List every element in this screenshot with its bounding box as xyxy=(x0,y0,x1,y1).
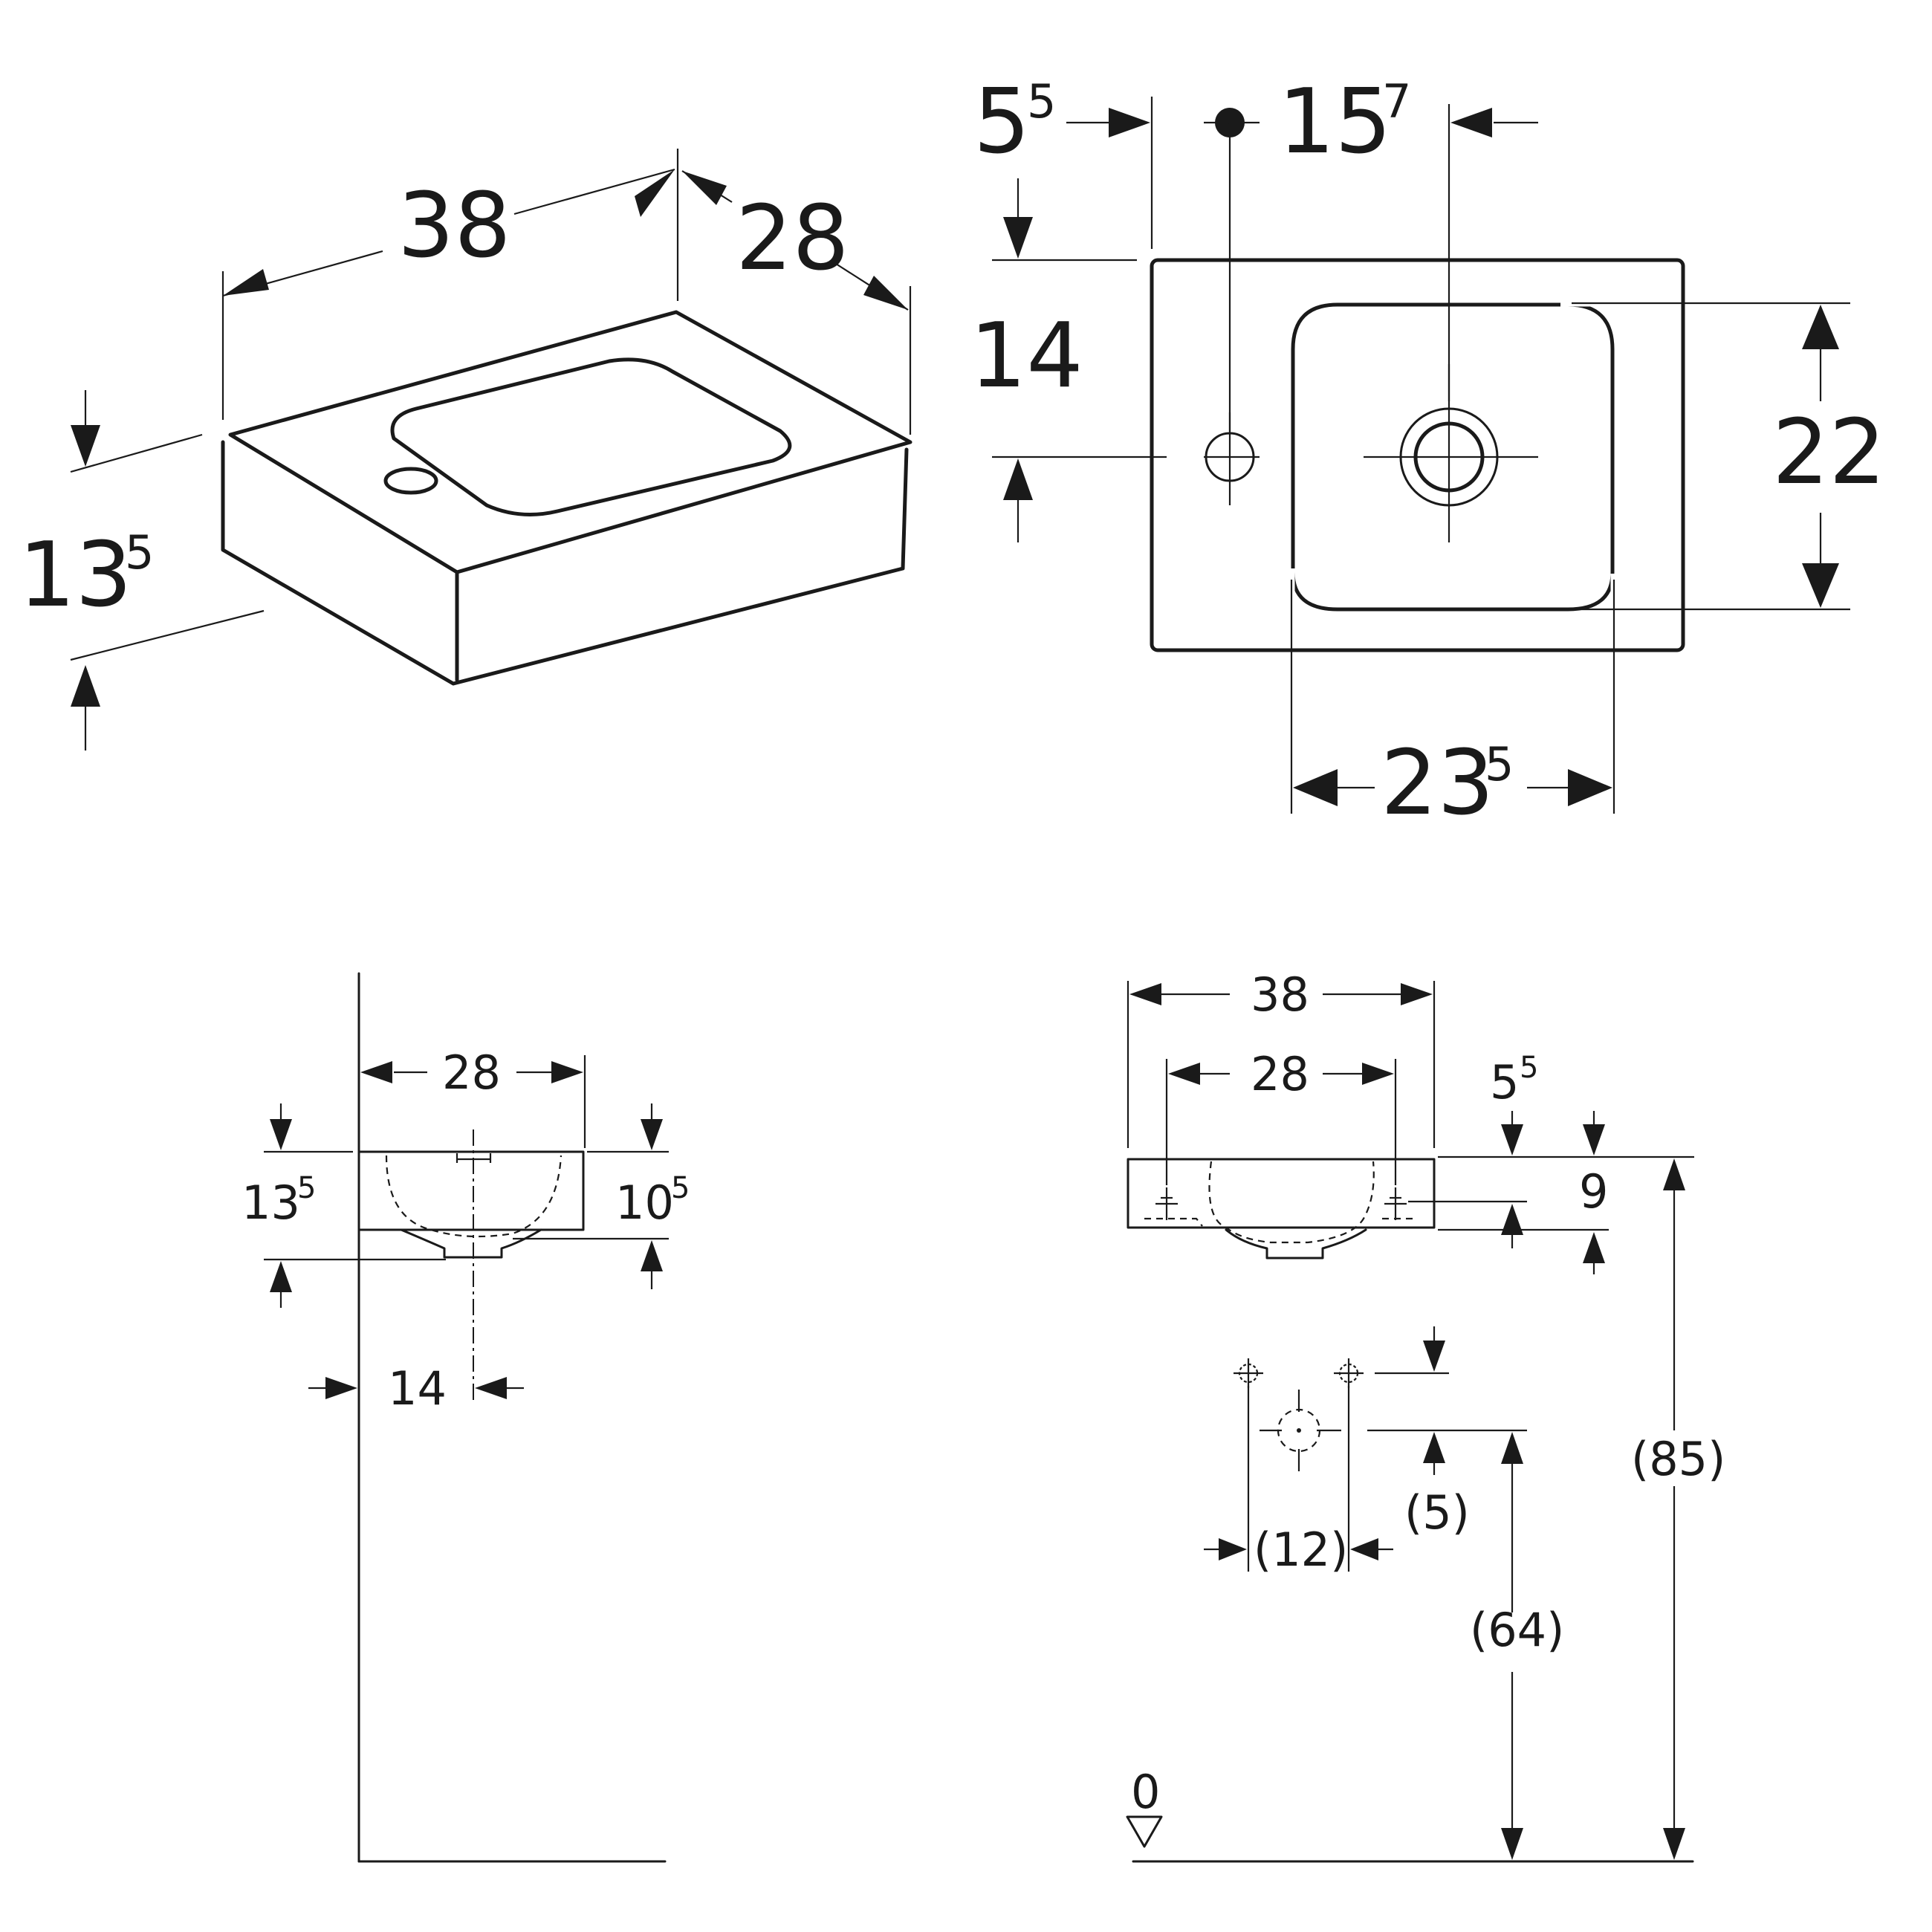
basin-top-face xyxy=(228,310,912,574)
dim-top-tap-to-drain: 15 xyxy=(1278,71,1392,174)
arrowhead xyxy=(1362,1063,1394,1085)
dim-top-bowl-width: 23 xyxy=(1381,732,1494,835)
arrowhead xyxy=(71,665,100,707)
floor-level-label: 0 xyxy=(1131,1765,1160,1819)
basin-bowl-outline xyxy=(390,357,792,516)
dim-side-height: 13 xyxy=(242,1176,300,1230)
dim-top-bowl-depth: 22 xyxy=(1772,401,1886,505)
arrowhead xyxy=(1423,1341,1445,1372)
tap-hole xyxy=(383,467,438,495)
dim-top-left-offset-sup: 5 xyxy=(1027,74,1056,129)
fixing-point-left xyxy=(1234,1358,1263,1388)
fixing-point-right xyxy=(1334,1358,1364,1388)
front-tap-left xyxy=(1155,1187,1178,1220)
arrowhead xyxy=(1583,1232,1605,1263)
arrowhead xyxy=(1401,983,1433,1005)
basin-front-face xyxy=(221,440,909,686)
dim-iso-height-sup: 5 xyxy=(125,525,154,580)
arrowhead xyxy=(1003,458,1033,500)
dim-iso-height: 13 xyxy=(19,524,132,627)
arrowhead xyxy=(863,276,908,310)
arrowhead xyxy=(270,1261,292,1292)
front-bowl-dashed xyxy=(1208,1161,1375,1244)
dim-iso-width: 38 xyxy=(398,175,511,278)
arrowhead xyxy=(551,1061,583,1083)
arrowhead xyxy=(1168,1063,1200,1085)
arrowhead xyxy=(270,1119,292,1150)
arrowhead xyxy=(1501,1124,1523,1155)
dim-front-rim-offset: 5 xyxy=(1490,1055,1519,1109)
top-outline xyxy=(1150,258,1685,652)
dim-fixing-height: (64) xyxy=(1470,1603,1564,1657)
arrowhead xyxy=(1568,769,1612,806)
dim-side-wall-offset: 14 xyxy=(388,1361,447,1416)
dim-fixing-spacing: (12) xyxy=(1254,1523,1348,1577)
arrowhead xyxy=(1802,305,1839,349)
dim-front-overflow: 9 xyxy=(1579,1164,1608,1219)
arrowhead xyxy=(1350,1538,1378,1560)
dim-top-bowl-width-sup: 5 xyxy=(1485,737,1514,791)
arrowhead xyxy=(1219,1538,1247,1560)
dim-top-left-offset: 5 xyxy=(973,71,1030,174)
dim-side-height-sup: 5 xyxy=(297,1171,316,1205)
top-bowl xyxy=(1291,302,1615,612)
floor-level-symbol xyxy=(1126,1815,1163,1848)
front-tap-right xyxy=(1384,1187,1407,1220)
dim-side-depth: 28 xyxy=(442,1046,501,1100)
dim-fixing-offset: (5) xyxy=(1404,1485,1470,1540)
arrowhead xyxy=(1423,1432,1445,1463)
arrowhead xyxy=(682,171,727,205)
arrowhead xyxy=(223,269,269,296)
arrowhead xyxy=(1129,983,1161,1005)
arrowhead xyxy=(360,1061,392,1083)
arrowhead xyxy=(641,1119,663,1150)
arrowhead xyxy=(1501,1204,1523,1235)
dim-front-rim-offset-sup: 5 xyxy=(1520,1051,1538,1085)
front-basin-outline xyxy=(1127,1158,1436,1229)
front-ledge-left xyxy=(1144,1217,1203,1227)
ext-line xyxy=(70,609,265,661)
top-view: 5 5 15 7 14 22 23 5 xyxy=(970,71,1886,835)
dim-iso-depth: 28 xyxy=(736,187,849,291)
isometric-view: 38 28 13 5 xyxy=(19,149,912,751)
arrowhead xyxy=(1293,769,1338,806)
arrowhead xyxy=(1583,1124,1605,1155)
dim-side-bowl-height: 10 xyxy=(615,1176,674,1230)
arrowhead xyxy=(71,425,100,467)
arrowhead xyxy=(641,1240,663,1271)
dim-rim-height: (85) xyxy=(1631,1432,1725,1486)
arrowhead xyxy=(1109,108,1150,137)
arrowhead xyxy=(475,1377,507,1399)
waste-connection xyxy=(1260,1390,1341,1471)
side-waste-outlet xyxy=(400,1228,542,1259)
dim-front-width: 38 xyxy=(1251,967,1309,1022)
dim-top-hole-position: 14 xyxy=(970,305,1083,408)
front-waste-outlet xyxy=(1225,1228,1367,1260)
side-basin-outline xyxy=(357,1150,585,1231)
front-view: 0 38 28 xyxy=(1126,967,1725,1863)
arrowhead xyxy=(325,1377,357,1399)
arrowhead xyxy=(1663,1158,1685,1190)
dim-top-tap-to-drain-sup: 7 xyxy=(1382,74,1411,129)
arrowhead xyxy=(1003,217,1033,259)
dim-line-38 xyxy=(513,168,675,215)
arrowhead xyxy=(1501,1432,1523,1464)
side-bowl-dashed xyxy=(385,1155,563,1238)
side-view: 28 13 5 10 5 14 xyxy=(242,972,690,1863)
dim-front-bowl-width: 28 xyxy=(1251,1047,1309,1101)
arrowhead xyxy=(635,169,675,217)
dim-side-bowl-height-sup: 5 xyxy=(671,1171,690,1205)
arrowhead xyxy=(1802,563,1839,608)
arrowhead xyxy=(1663,1828,1685,1860)
ext-line xyxy=(70,433,203,473)
arrowhead xyxy=(1450,108,1492,137)
arrowhead xyxy=(1501,1828,1523,1860)
